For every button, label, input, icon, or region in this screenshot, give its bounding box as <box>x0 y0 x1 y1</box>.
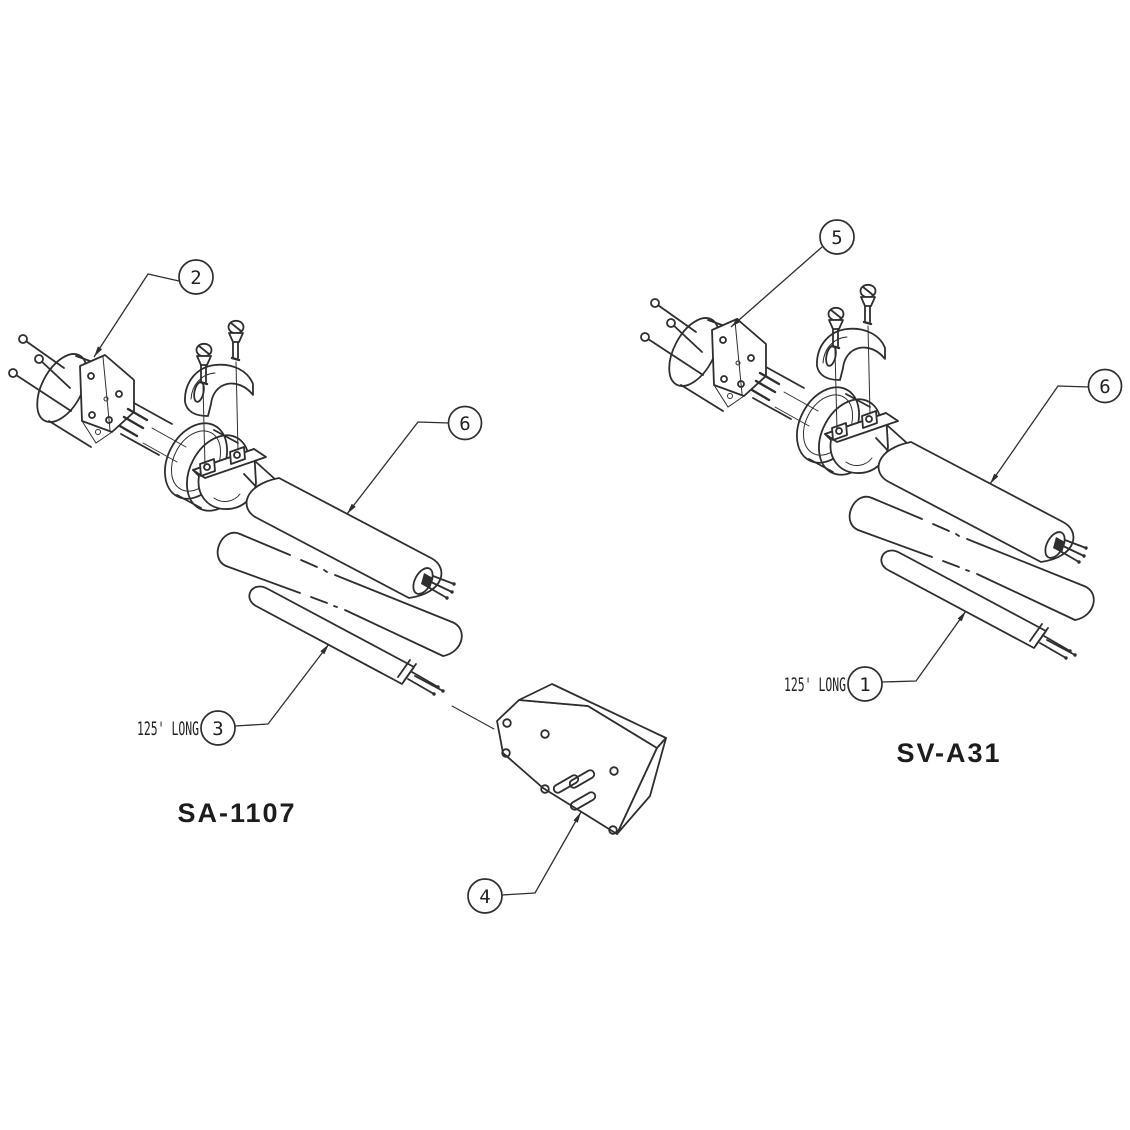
callout-6: 6 <box>346 405 483 515</box>
assembly-sv-a31: 5 6 1 125' LONG SV-A31 <box>639 219 1123 768</box>
callout-5: 5 <box>730 219 855 328</box>
callout-1: 1 125' LONG <box>784 610 967 702</box>
assembly-line-art <box>7 319 464 697</box>
receptacle-box <box>496 683 667 835</box>
callout-number: 2 <box>190 267 201 289</box>
assembly-title: SA-1107 <box>177 798 296 828</box>
callout-number: 5 <box>831 227 842 249</box>
assembly-title: SV-A31 <box>896 738 1001 768</box>
callout-3: 3 125' LONG <box>137 643 330 746</box>
callout-number: 3 <box>212 718 223 740</box>
callout-number: 6 <box>459 413 470 435</box>
assembly-line-art <box>639 283 1096 661</box>
length-label: 125' LONG <box>784 674 846 696</box>
callout-4: 4 <box>467 811 582 914</box>
length-label: 125' LONG <box>137 718 199 740</box>
callout-number: 4 <box>479 886 490 908</box>
callout-number: 1 <box>859 674 870 696</box>
callout-2: 2 <box>93 259 214 358</box>
alignment-line <box>451 705 495 730</box>
receptacle-slots <box>552 769 597 811</box>
callout-6: 6 <box>989 368 1123 485</box>
assembly-sa-1107: 2 3 125' LONG 6 4 SA-1107 <box>7 259 667 914</box>
callout-number: 6 <box>1099 376 1110 398</box>
